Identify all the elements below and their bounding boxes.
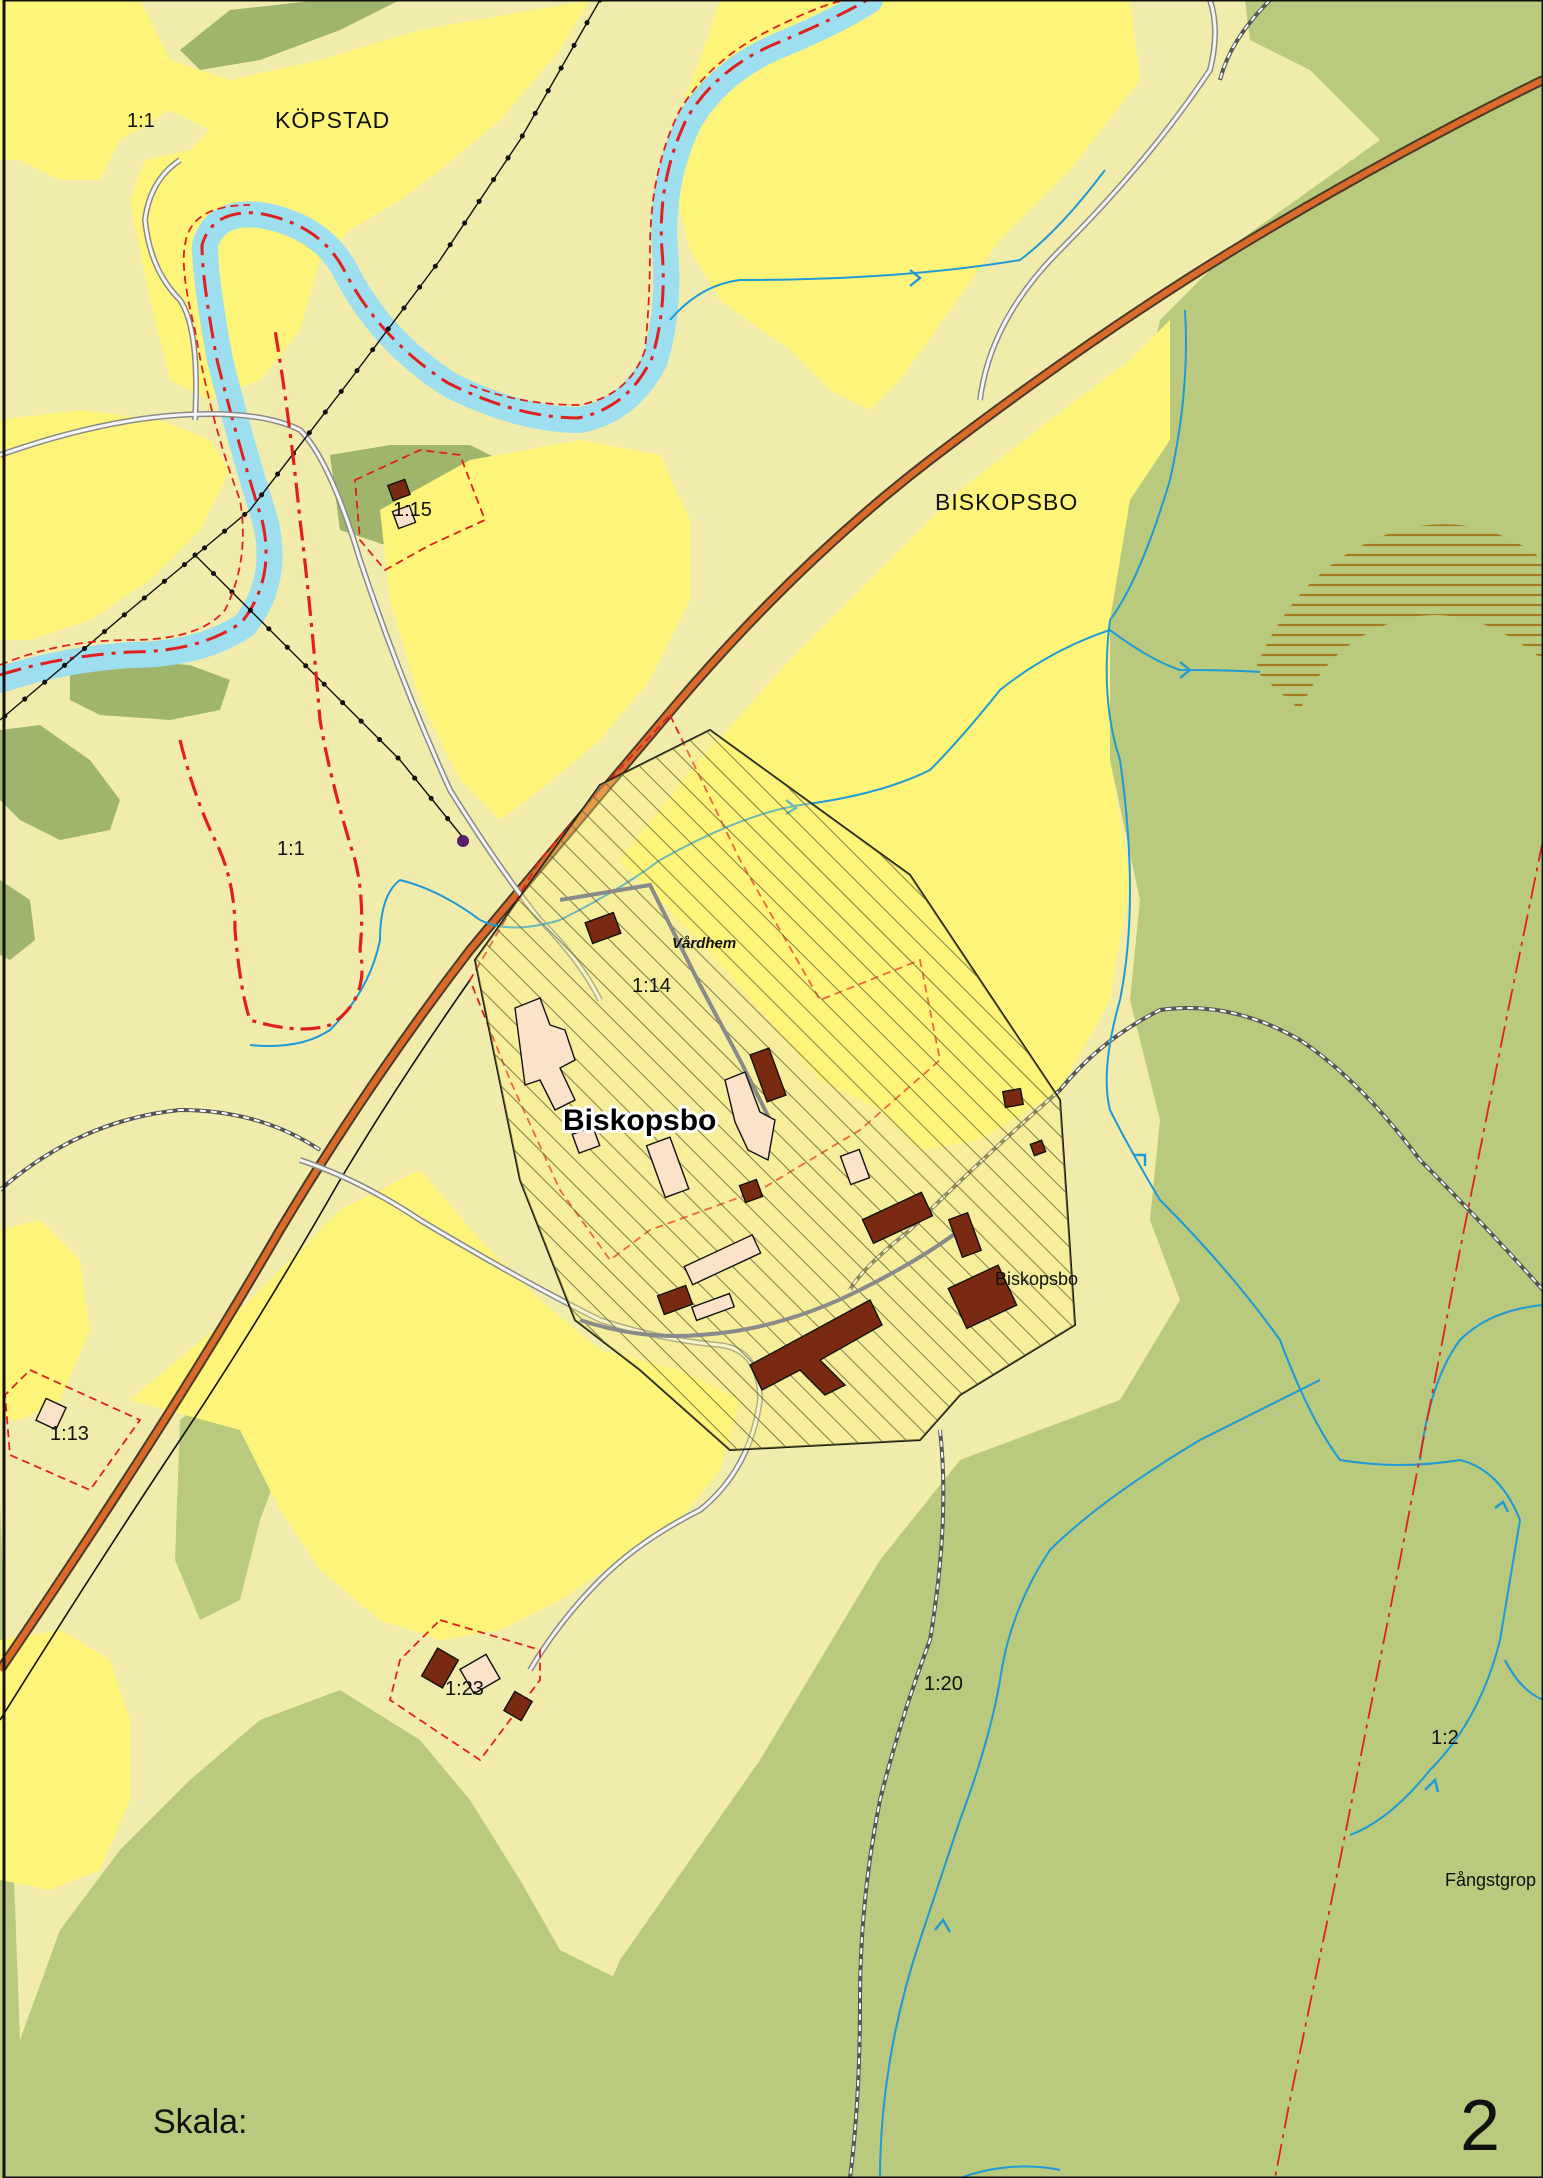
field-north-center <box>670 0 1140 410</box>
parcel-1-1-mid: 1:1 <box>277 838 305 860</box>
forest-area-southwest <box>0 1500 720 2178</box>
parcel-1-15: 1:15 <box>393 499 432 521</box>
label-fangstgrop: Fångstgrop <box>1445 1870 1536 1890</box>
scale-label: Skala: <box>153 2103 248 2141</box>
forest-patch-west-2 <box>0 880 35 960</box>
farm-roads <box>559 882 962 1338</box>
main-road-fill <box>0 77 1543 1672</box>
property-boundary-north <box>0 0 851 666</box>
railway-line <box>0 979 471 1721</box>
power-line-branch-dots <box>192 552 468 843</box>
page-number: 2 <box>1460 2086 1500 2166</box>
parcel-1-20: 1:20 <box>924 1673 963 1695</box>
label-vardhem: Vårdhem <box>672 935 736 952</box>
power-line <box>0 0 601 721</box>
river-centerline <box>0 0 868 677</box>
parcel-1-13: 1:13 <box>50 1423 89 1445</box>
property-boundary-1-13 <box>4 1368 142 1492</box>
parcel-1-2: 1:2 <box>1431 1727 1459 1749</box>
parcel-1-23: 1:23 <box>445 1678 484 1700</box>
property-boundary-1-23 <box>388 1618 541 1762</box>
river <box>0 0 883 693</box>
ancient-remains-area <box>1255 524 1543 710</box>
field-center <box>380 440 690 820</box>
parcel-1-1-top: 1:1 <box>127 110 155 132</box>
municipal-boundary <box>1274 839 1543 2178</box>
property-boundary-heavy <box>178 329 364 1031</box>
buildings-outbuildings <box>35 504 871 1695</box>
field-far-southwest <box>0 1630 130 1890</box>
field-northwest <box>0 0 590 400</box>
streams <box>249 169 1543 2178</box>
property-boundary-1-15 <box>354 449 487 572</box>
parcel-1-14: 1:14 <box>632 975 671 997</box>
forest-area-nw-top <box>180 0 400 70</box>
forest-patch-west <box>0 725 120 840</box>
label-biskopsbo-main: Biskopsbo <box>563 1104 716 1137</box>
field-west <box>0 410 230 640</box>
field-southwest <box>130 1170 740 1640</box>
survey-point <box>457 835 469 847</box>
label-biskopsbo-area: BISKOPSBO <box>935 489 1078 515</box>
forest-patch-island <box>70 660 230 720</box>
buildings-main <box>386 478 1047 1722</box>
label-kopstad: KÖPSTAD <box>275 107 390 133</box>
forest-area-east <box>560 0 1543 2178</box>
label-biskopsbo-farm: Biskopsbo <box>995 1269 1078 1289</box>
field-left-edge <box>0 1220 90 1420</box>
